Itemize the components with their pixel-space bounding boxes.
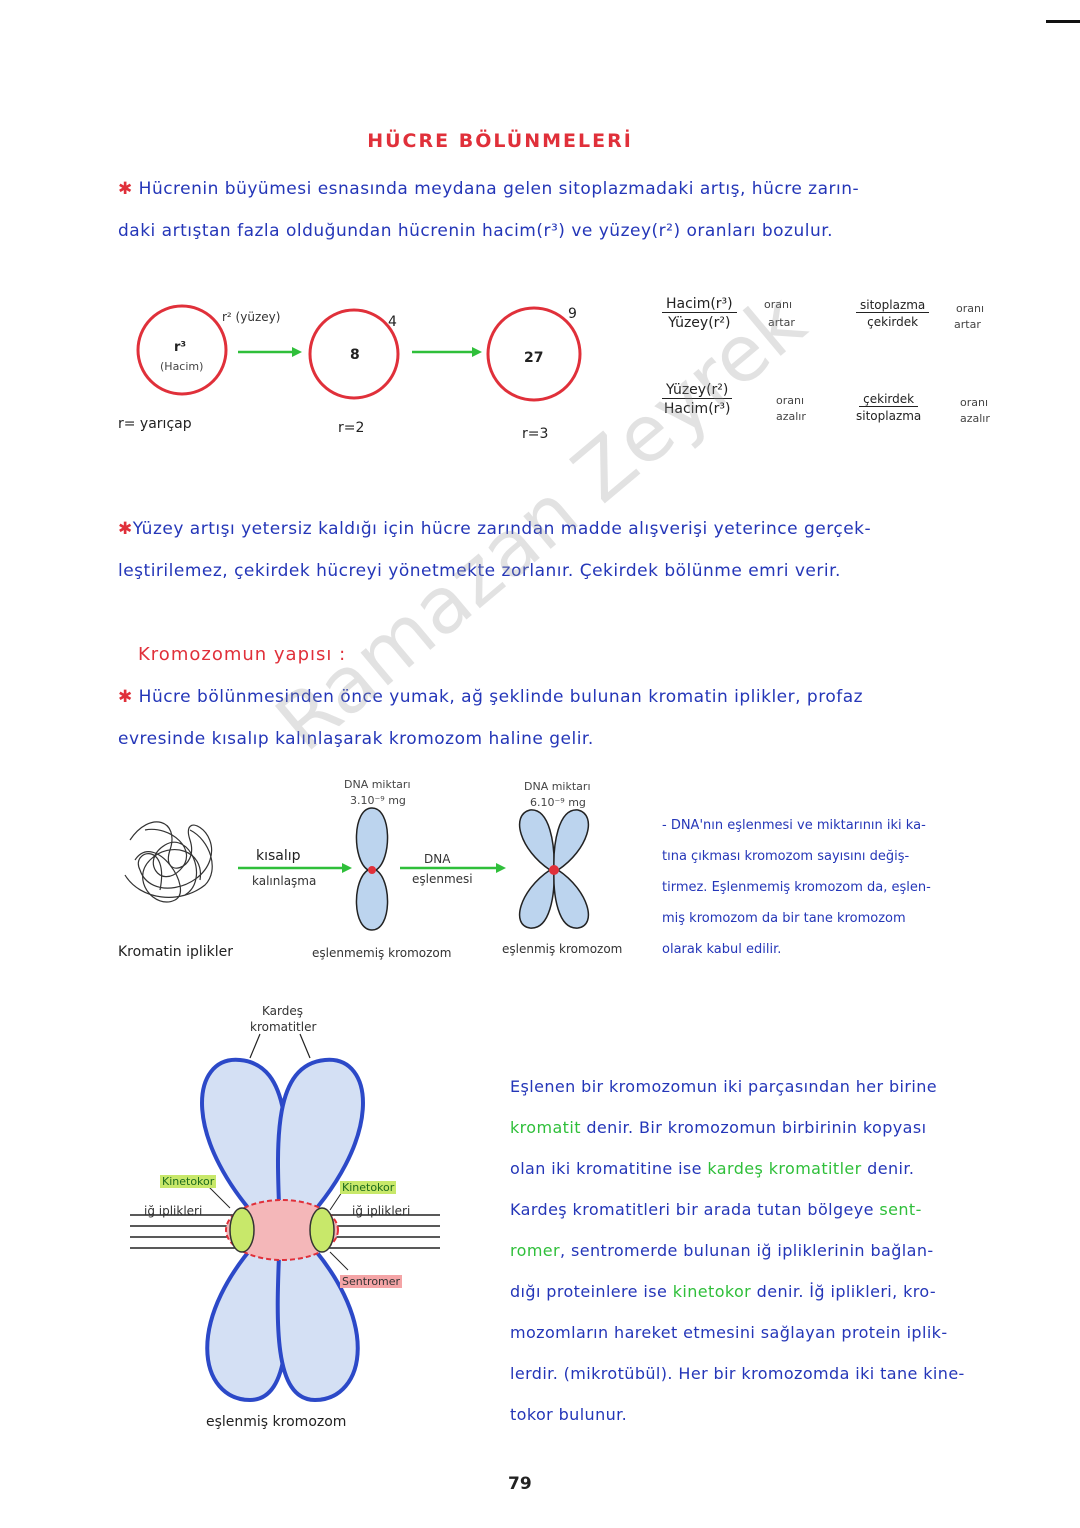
sentromer-pointer (330, 1252, 348, 1270)
growth-arrow-2-head (472, 347, 482, 357)
sister-arrows (250, 1034, 310, 1058)
side-note-line-2: tına çıkması kromozom sayısını değiş- (662, 841, 1032, 872)
intro-line-1: ✱ Hücrenin büyümesi esnasında meydana ge… (118, 168, 1018, 210)
arrow2-top-label: DNA (424, 852, 450, 866)
dna2-label: DNA miktarı (524, 780, 591, 793)
unrep-caption: eşlenmemiş kromozom (312, 946, 451, 960)
growth-arrow-1-head (292, 347, 302, 357)
bullet-star-icon: ✱ (118, 179, 133, 199)
replication-arrow-head (496, 863, 506, 873)
rt-line-5: romer, sentromerde bulunan iğ ipliklerin… (510, 1230, 1050, 1271)
bullet-star-icon: ✱ (118, 687, 133, 707)
c2-caption: r=2 (338, 420, 364, 436)
chromatin-tangle (125, 822, 212, 902)
rt-line-6: dığı proteinlere ise kinetokor denir. İğ… (510, 1271, 1050, 1312)
c3-inner: 27 (524, 350, 543, 366)
page-number: 79 (508, 1474, 532, 1494)
big-diagram-caption: eşlenmiş kromozom (206, 1414, 346, 1430)
chromatin-caption: Kromatin iplikler (118, 944, 233, 960)
c1-caption: r= yarıçap (118, 416, 192, 432)
unreplicated-chromosome (356, 808, 387, 930)
ratio2-note-a: oranı (956, 302, 984, 315)
replicated-chromosome (520, 810, 589, 928)
rt-line-1: Eşlenen bir kromozomun iki parçasından h… (510, 1066, 1050, 1107)
arrow2-bottom-label: eşlenmesi (412, 872, 473, 886)
kinetokor-left-label: Kinetokor (160, 1170, 216, 1189)
c2-inner: 8 (350, 347, 360, 363)
chromatin-paragraph: ✱ Hücre bölünmesinden önce yumak, ağ şek… (118, 676, 1038, 760)
edge-mark (1046, 20, 1080, 23)
side-note-line-1: - DNA'nın eşlenmesi ve miktarının iki ka… (662, 810, 1032, 841)
ratio4-note-a: oranı (960, 396, 988, 409)
rt-line-9: tokor bulunur. (510, 1394, 1050, 1435)
right-kinetochore (310, 1208, 334, 1252)
sentromer-label: Sentromer (340, 1270, 402, 1289)
page-title: HÜCRE BÖLÜNMELERİ (0, 130, 1000, 152)
c3-caption: r=3 (522, 426, 548, 442)
rt-line-7: mozomların hareket etmesini sağlayan pro… (510, 1312, 1050, 1353)
sister-label-2: kromatitler (250, 1020, 316, 1034)
rt-line-3: olan iki kromatitine ise kardeş kromatit… (510, 1148, 1050, 1189)
ratio-cytoplasm-nucleus: sitoplazma çekirdek (856, 298, 929, 329)
dna1-label: DNA miktarı (344, 778, 411, 791)
chromatin-to-chromosome-diagram (110, 800, 650, 940)
c1-top-label: r² (yüzey) (222, 310, 280, 324)
c3-top-label: 9 (568, 306, 577, 322)
rt-line-8: lerdir. (mikrotübül). Her bir kromozomda… (510, 1353, 1050, 1394)
c1-inner-bottom: (Hacim) (160, 360, 203, 373)
arrow1-top-label: kısalıp (256, 848, 301, 864)
replicated-chromosome-diagram (120, 1030, 460, 1410)
rep-caption: eşlenmiş kromozom (502, 942, 622, 956)
dna-side-note: - DNA'nın eşlenmesi ve miktarının iki ka… (662, 810, 1032, 965)
dna1-value: 3.10⁻⁹ mg (350, 794, 406, 807)
left-kinetochore (230, 1208, 254, 1252)
kinetokor-right-label: Kinetokor (340, 1176, 396, 1195)
dna2-value: 6.10⁻⁹ mg (530, 796, 586, 809)
ratio3-note-b: azalır (776, 410, 806, 423)
ratio2-note-b: artar (954, 318, 981, 331)
intro-paragraph: ✱ Hücrenin büyümesi esnasında meydana ge… (118, 168, 1018, 252)
rt-line-2: kromatit denir. Bir kromozomun birbirini… (510, 1107, 1050, 1148)
ratio3-note-a: oranı (776, 394, 804, 407)
para2-line-2: leştirilemez, çekirdek hücreyi yönetmekt… (118, 550, 1038, 592)
sister-label: Kardeş (262, 1004, 303, 1018)
ratio-nucleus-cytoplasm: çekirdek sitoplazma (856, 392, 921, 423)
side-note-line-4: miş kromozom da bir tane kromozom (662, 903, 1032, 934)
bullet-star-icon: ✱ (118, 519, 133, 539)
para3-line-1: ✱ Hücre bölünmesinden önce yumak, ağ şek… (118, 676, 1038, 718)
c1-inner-top: r³ (174, 340, 186, 355)
side-note-line-3: tirmez. Eşlenmemiş kromozom da, eşlen- (662, 872, 1032, 903)
chromatid-explanation: Eşlenen bir kromozomun iki parçasından h… (510, 1066, 1050, 1435)
c2-top-label: 4 (388, 314, 397, 330)
arrow1-bottom-label: kalınlaşma (252, 874, 316, 888)
spindle-right-label: iğ iplikleri (352, 1204, 410, 1218)
intro-line-2: daki artıştan fazla olduğundan hücrenin … (118, 210, 1018, 252)
rt-line-4: Kardeş kromatitleri bir arada tutan bölg… (510, 1189, 1050, 1230)
condense-arrow-head (342, 863, 352, 873)
spindle-left-label: iğ iplikleri (144, 1204, 202, 1218)
ratio4-note-b: azalır (960, 412, 990, 425)
para3-line-2: evresinde kısalıp kalınlaşarak kromozom … (118, 718, 1038, 760)
side-note-line-5: olarak kabul edilir. (662, 934, 1032, 965)
